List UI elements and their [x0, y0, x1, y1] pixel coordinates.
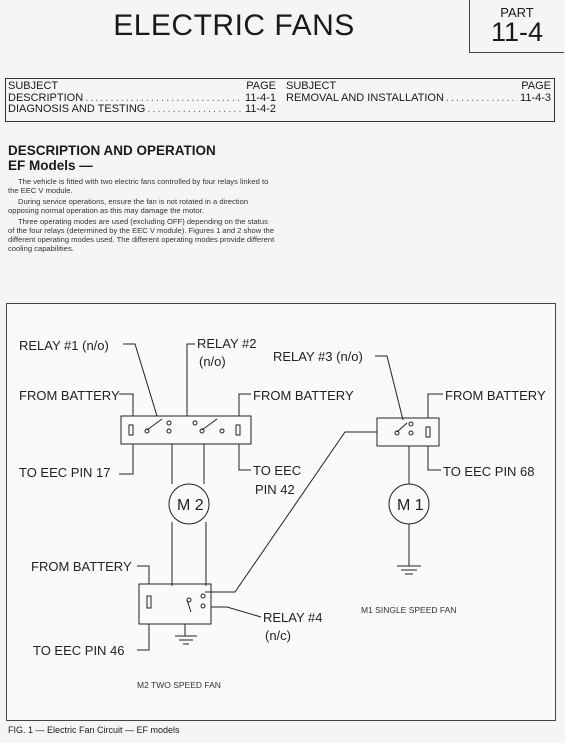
relay-1-label: RELAY #1 (n/o)	[19, 338, 109, 353]
relay-4-label: RELAY #4	[263, 610, 323, 625]
toc-entry: DIAGNOSIS AND TESTING...................…	[8, 104, 276, 115]
section-subtitle: EF Models —	[8, 158, 93, 173]
m1-caption: M1 SINGLE SPEED FAN	[361, 605, 456, 615]
toc-subject-header: SUBJECT	[8, 80, 59, 92]
relay-2-switch	[201, 418, 218, 431]
part-number: 11-4	[490, 17, 544, 47]
table-of-contents: SUBJECT PAGE DESCRIPTION.................…	[5, 78, 555, 122]
toc-page-header: PAGE	[246, 80, 276, 92]
motor-m2-label: M 2	[177, 497, 204, 514]
part-box: PART 11-4	[469, 0, 564, 53]
paragraph: Three operating modes are used (excludin…	[8, 216, 275, 254]
section-title: DESCRIPTION AND OPERATION	[8, 143, 216, 158]
eec-pin-17-label: TO EEC PIN 17	[19, 465, 111, 480]
toc-entry: DESCRIPTION.............................…	[8, 92, 276, 104]
toc-left-column: SUBJECT PAGE DESCRIPTION.................…	[8, 80, 276, 116]
eec-pin-46-label: TO EEC PIN 46	[33, 643, 125, 658]
battery-bottom-label: FROM BATTERY	[31, 559, 132, 574]
relay-2-type: (n/o)	[199, 354, 226, 369]
toc-right-column: SUBJECT PAGE REMOVAL AND INSTALLATION....…	[286, 80, 551, 104]
figure-caption: FIG. 1 — Electric Fan Circuit — EF model…	[8, 725, 180, 735]
relay-1-switch	[146, 418, 163, 431]
m2-caption: M2 TWO SPEED FAN	[137, 680, 221, 690]
toc-page-header: PAGE	[521, 80, 551, 92]
battery-right-label: FROM BATTERY	[445, 388, 546, 403]
eec-pin-68-label: TO EEC PIN 68	[443, 464, 535, 479]
circuit-diagram: RELAY #1 (n/o) RELAY #2 (n/o) FROM BATTE…	[6, 303, 556, 721]
toc-entry: REMOVAL AND INSTALLATION................…	[286, 92, 551, 104]
toc-subject-header: SUBJECT	[286, 80, 337, 92]
relay-1-2-block	[120, 415, 252, 445]
relay-4-block	[138, 583, 212, 625]
relay-coil	[235, 424, 241, 436]
battery-left-label: FROM BATTERY	[19, 388, 120, 403]
page-title: ELECTRIC FANS	[113, 9, 355, 42]
eec-pin-42-label-2: PIN 42	[255, 482, 295, 497]
motor-m2	[168, 483, 210, 525]
relay-coil	[128, 424, 134, 436]
relay-2-label: RELAY #2	[197, 336, 257, 351]
motor-m1-label: M 1	[397, 497, 424, 514]
relay-3-label: RELAY #3 (n/o)	[273, 349, 363, 364]
paragraph: During service operations, ensure the fa…	[8, 196, 249, 216]
relay-4-type: (n/c)	[265, 628, 291, 643]
part-label: PART	[500, 5, 534, 20]
section-body: The vehicle is fitted with two electric …	[8, 177, 275, 255]
paragraph: The vehicle is fitted with two electric …	[8, 177, 269, 196]
battery-mid-label: FROM BATTERY	[253, 388, 354, 403]
eec-pin-42-label: TO EEC	[253, 463, 301, 478]
